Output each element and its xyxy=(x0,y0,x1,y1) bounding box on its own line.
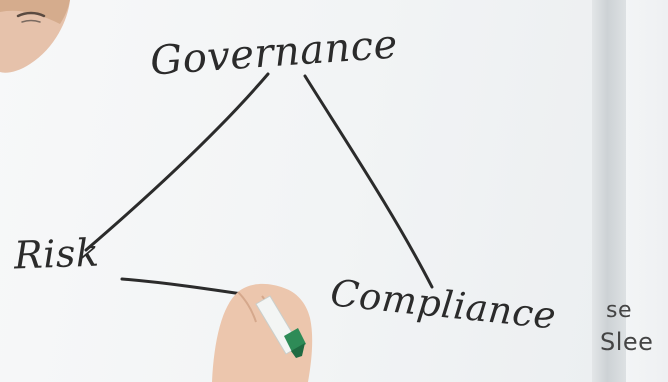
node-risk: Risk xyxy=(13,230,101,278)
hand-with-marker xyxy=(212,283,313,382)
margin-text-line-2: Slee xyxy=(600,328,654,356)
margin-text-line-1: se xyxy=(606,298,632,323)
marker-icon xyxy=(255,295,306,358)
edge-governance-compliance xyxy=(303,74,434,289)
edge-governance-risk xyxy=(84,72,270,252)
person-face xyxy=(0,0,70,73)
second-whiteboard xyxy=(626,0,668,382)
whiteboard-frame-edge xyxy=(592,0,626,382)
